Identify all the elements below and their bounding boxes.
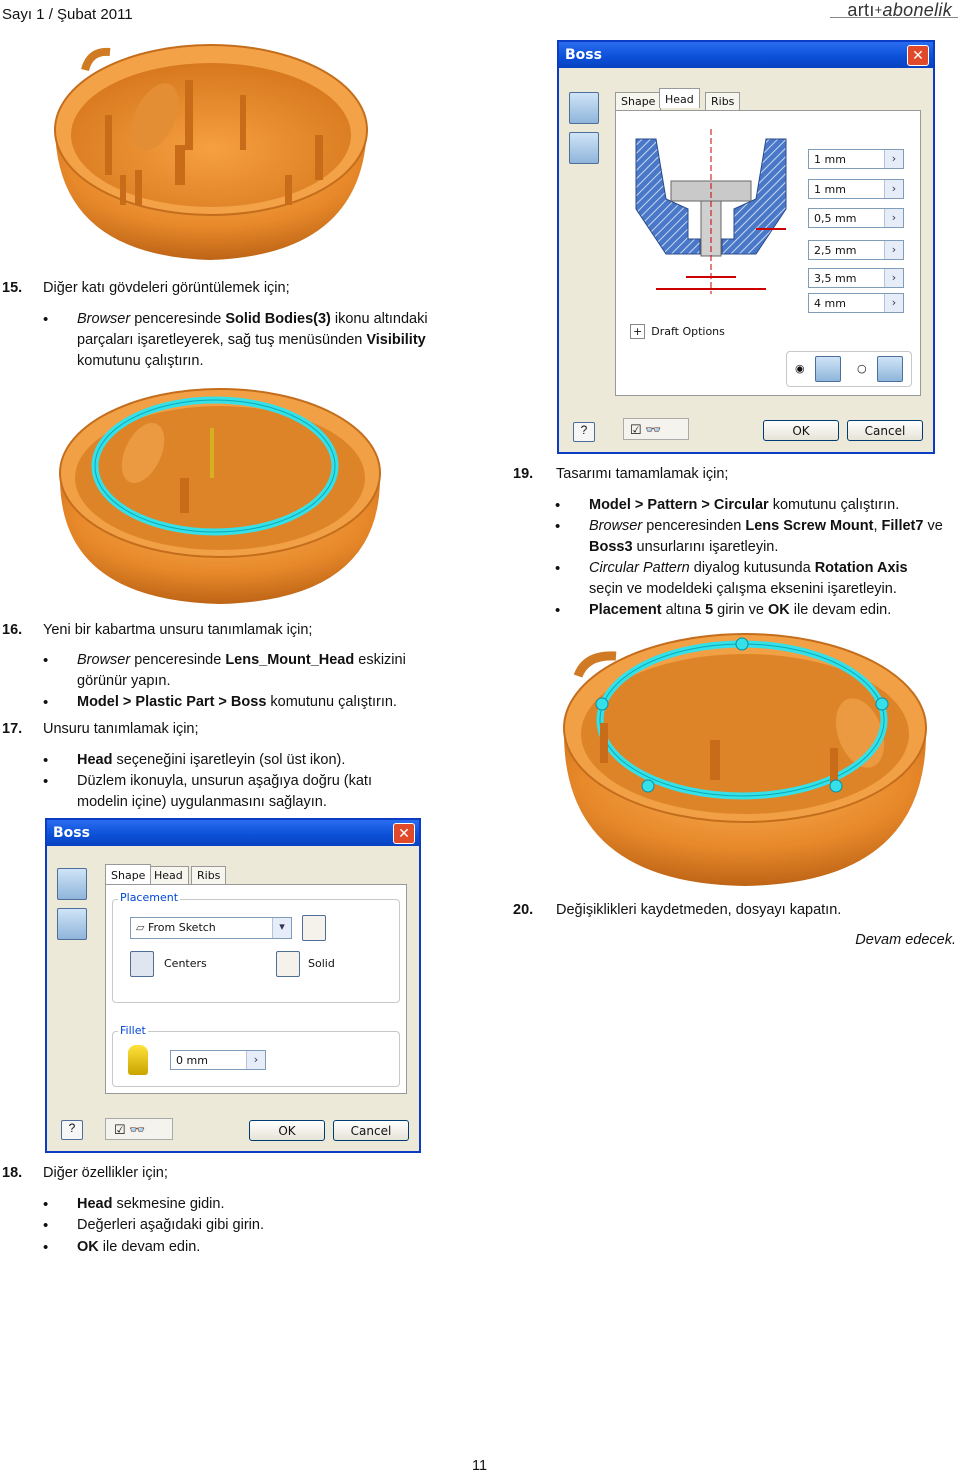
fillet-group (112, 1031, 400, 1087)
preview-toggle[interactable]: ☑ 👓 (623, 418, 689, 440)
brand-logo: artı+abonelik (847, 0, 952, 20)
header-rule (830, 17, 958, 18)
help-icon[interactable]: ? (573, 422, 595, 442)
step-16-bullet-1: Browser penceresinde Lens_Mount_Head esk… (43, 650, 457, 692)
tab-head[interactable]: Head (148, 866, 189, 884)
field-2[interactable]: 1 mm› (808, 179, 904, 199)
tab-shape[interactable]: Shape (615, 92, 662, 110)
field-3[interactable]: 0,5 mm› (808, 208, 904, 228)
head-panel: 1 mm› 1 mm› 0,5 mm› 2,5 mm› 3,5 mm› 4 mm… (615, 110, 921, 396)
placement-label: Placement (118, 891, 181, 904)
issue-label: Sayı 1 / Şubat 2011 (2, 6, 133, 23)
field-4[interactable]: 2,5 mm› (808, 240, 904, 260)
centers-label: Centers (164, 957, 207, 970)
tab-ribs[interactable]: Ribs (191, 866, 227, 884)
head-type-icon[interactable] (569, 92, 599, 124)
direction-up-icon[interactable] (877, 356, 903, 382)
tab-ribs[interactable]: Ribs (705, 92, 741, 110)
cancel-button[interactable]: Cancel (333, 1120, 409, 1141)
solid-label: Solid (308, 957, 335, 970)
shell-image-3 (563, 633, 927, 886)
step-19-bullet-4: Placement altına 5 girin ve OK ile devam… (555, 600, 959, 621)
draft-options-toggle[interactable]: +Draft Options (630, 324, 725, 339)
boss-cross-section-diagram (635, 129, 787, 294)
ok-button[interactable]: OK (249, 1120, 325, 1141)
step-19-bullet-1: Model > Pattern > Circular komutunu çalı… (555, 495, 959, 516)
fillet-label: Fillet (118, 1024, 148, 1037)
fillet-input[interactable]: 0 mm› (170, 1050, 266, 1070)
step-19-bullet-2: Browser penceresinden Lens Screw Mount, … (555, 516, 959, 558)
boss-dialog-shape: Boss ✕ Shape Head Ribs Placement ▱ From … (45, 818, 421, 1153)
dialog-title: Boss (47, 820, 419, 846)
centers-select-icon[interactable] (130, 951, 154, 977)
direction-down-radio[interactable]: ◉ (795, 362, 805, 375)
step-17-bullet-2: Düzlem ikonuyla, unsurun aşağıya doğru (… (43, 771, 457, 813)
field-6[interactable]: 4 mm› (808, 293, 904, 313)
solid-select-icon[interactable] (276, 951, 300, 977)
step-16-bullet-2: Model > Plastic Part > Boss komutunu çal… (43, 692, 457, 713)
placement-select[interactable]: ▱ From Sketch ▾ (130, 917, 292, 939)
shell-image-1 (54, 44, 368, 260)
page-number: 11 (472, 1458, 488, 1474)
step-17-bullet-1: Head seçeneğini işaretleyin (sol üst iko… (43, 750, 457, 771)
thread-type-icon[interactable] (57, 908, 87, 940)
field-5[interactable]: 3,5 mm› (808, 268, 904, 288)
cancel-button[interactable]: Cancel (847, 420, 923, 441)
field-1[interactable]: 1 mm› (808, 149, 904, 169)
thread-type-icon[interactable] (569, 132, 599, 164)
placement-group (112, 899, 400, 1003)
direction-up-radio[interactable]: ○ (857, 362, 867, 375)
step-18-bullet-1: Head sekmesine gidin. (43, 1194, 457, 1215)
direction-down-icon[interactable] (815, 356, 841, 382)
tab-head[interactable]: Head (659, 88, 700, 108)
help-icon[interactable]: ? (61, 1120, 83, 1140)
boss-dialog-head: Boss ✕ Shape Head Ribs 1 mm› 1 mm› 0,5 m… (557, 40, 935, 454)
direction-group: ◉ ○ (786, 351, 912, 387)
ok-button[interactable]: OK (763, 420, 839, 441)
head-type-icon[interactable] (57, 868, 87, 900)
dialog-title: Boss (559, 42, 933, 68)
continued-note: Devam edecek. (855, 932, 956, 948)
flip-icon[interactable] (302, 915, 326, 941)
fillet-icon (128, 1045, 148, 1075)
shape-panel: Placement ▱ From Sketch ▾ Centers Solid … (105, 884, 407, 1094)
close-icon[interactable]: ✕ (907, 45, 929, 66)
tab-shape[interactable]: Shape (105, 864, 152, 884)
close-icon[interactable]: ✕ (393, 823, 415, 844)
step-18-bullet-3: OK ile devam edin. (43, 1237, 457, 1258)
step-18-bullet-2: Değerleri aşağıdaki gibi girin. (43, 1215, 457, 1236)
step-19-bullet-3: Circular Pattern diyalog kutusunda Rotat… (555, 558, 959, 600)
shell-image-2 (59, 388, 381, 604)
preview-toggle[interactable]: ☑ 👓 (105, 1118, 173, 1140)
step-15-bullet: Browser penceresinde Solid Bodies(3) iko… (43, 309, 457, 372)
